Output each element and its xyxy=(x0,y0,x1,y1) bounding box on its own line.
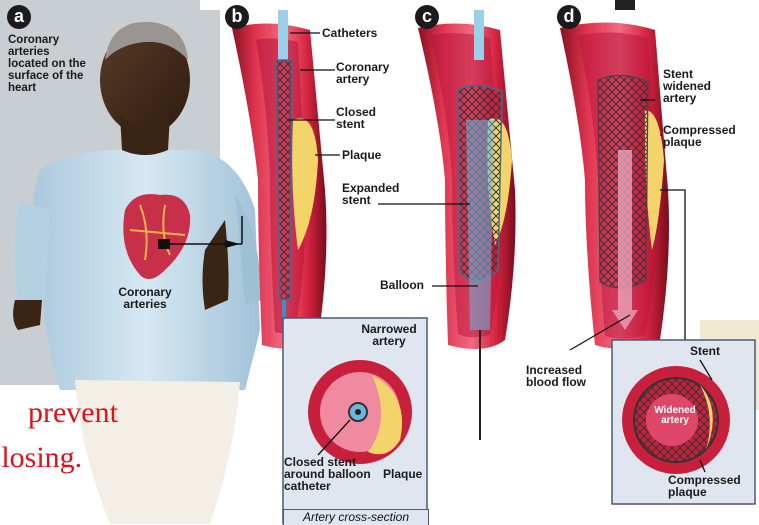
label-stent-widened-artery: Stent widened artery xyxy=(663,68,723,104)
label-catheters: Catheters xyxy=(322,27,377,39)
label-narrowed-artery: Narrowed artery xyxy=(354,323,424,347)
label-plaque-cross: Plaque xyxy=(383,468,422,480)
caption-line-2: closing. xyxy=(0,443,82,473)
panel-letter-a: a xyxy=(7,5,31,29)
panel-letter-c: c xyxy=(415,5,439,29)
label-stent-cross: Stent xyxy=(690,345,720,357)
cross-section-panel-b xyxy=(283,318,427,524)
panel-letter-b: b xyxy=(225,5,249,29)
label-compressed-plaque: Compressed plaque xyxy=(663,124,743,148)
label-increased-blood-flow: Increased blood flow xyxy=(526,364,606,388)
label-compressed-plaque-cross: Compressed plaque xyxy=(668,474,748,498)
balloon-c xyxy=(466,120,494,330)
label-widened-artery: Widened artery xyxy=(650,406,700,426)
label-expanded-stent: Expanded stent xyxy=(342,182,412,206)
label-closed-stent-balloon: Closed stent around balloon catheter xyxy=(284,456,376,492)
label-artery-cross-section: Artery cross-section xyxy=(283,509,429,525)
label-coronary-artery: Coronary artery xyxy=(336,61,396,85)
label-coronary-arteries: Coronary arteries xyxy=(110,286,180,310)
panel-letter-d: d xyxy=(557,5,581,29)
label-plaque: Plaque xyxy=(342,149,381,161)
label-coronary-arteries-surface: Coronary arteries located on the surface… xyxy=(8,34,86,94)
caption-line-1: prevent xyxy=(28,398,118,428)
label-closed-stent: Closed stent xyxy=(336,106,386,130)
label-balloon: Balloon xyxy=(380,279,424,291)
